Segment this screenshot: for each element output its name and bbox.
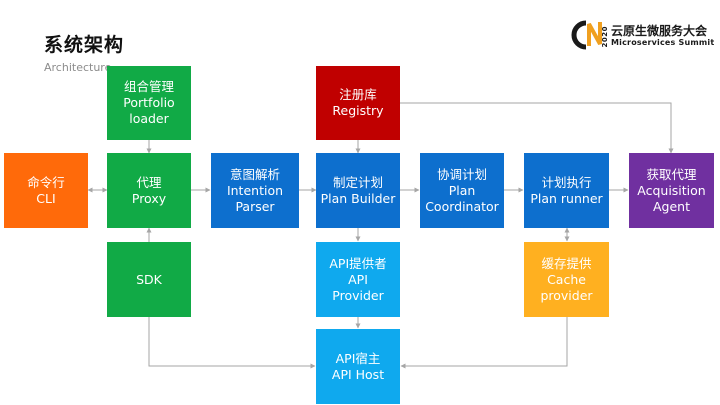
node-plan-coordinator: 协调计划 Plan Coordinator (420, 153, 504, 228)
node-plan-runner-zh: 计划执行 (541, 174, 592, 190)
node-intention-parser-en1: Intention (226, 182, 284, 198)
node-api-host-en: API Host (331, 366, 385, 382)
node-api-host: API宿主 API Host (316, 329, 400, 404)
node-cache-provider-zh: 缓存提供 (541, 255, 592, 271)
node-intention-parser: 意图解析 Intention Parser (211, 153, 299, 228)
node-api-provider-zh: API提供者 (329, 255, 387, 271)
node-cli-en: CLI (36, 190, 56, 206)
node-plan-runner-en: Plan runner (530, 190, 603, 206)
edge-sdk-apihost (148, 317, 316, 369)
page-subtitle: Architecture (44, 61, 112, 74)
node-intention-parser-en2: Parser (235, 198, 275, 214)
node-intention-parser-zh: 意图解析 (229, 166, 280, 182)
edge-registry-acquisition (400, 102, 674, 154)
node-plan-coordinator-en1: Plan (448, 182, 476, 198)
node-api-provider-en2: Provider (332, 287, 384, 303)
node-proxy-en: Proxy (131, 190, 167, 206)
summit-logo-mark (571, 20, 602, 50)
node-registry-en: Registry (332, 103, 384, 118)
node-api-host-zh: API宿主 (335, 350, 381, 366)
node-registry: 注册库 Registry (316, 66, 400, 140)
node-cache-provider: 缓存提供 Cache provider (524, 242, 609, 317)
node-portfolio-loader-en1: Portfolio (123, 95, 175, 110)
node-plan-runner: 计划执行 Plan runner (524, 153, 609, 228)
logo-name-en: Microservices Summit (611, 38, 715, 47)
node-cache-provider-en2: provider (540, 287, 593, 303)
node-plan-coordinator-zh: 协调计划 (436, 166, 487, 182)
node-plan-builder-en: Plan Builder (320, 190, 396, 206)
page-title: 系统架构 (44, 34, 125, 56)
node-plan-builder-zh: 制定计划 (332, 174, 383, 190)
node-acquisition-agent-zh: 获取代理 (646, 166, 697, 182)
node-portfolio-loader: 组合管理 Portfolio loader (107, 66, 191, 140)
node-registry-zh: 注册库 (339, 87, 377, 102)
node-cli: 命令行 CLI (4, 153, 88, 228)
edge-cache-apihost (400, 317, 568, 369)
node-api-provider-en1: API (348, 271, 368, 287)
node-portfolio-loader-en2: loader (129, 111, 169, 126)
node-acquisition-agent: 获取代理 Acquisition Agent (629, 153, 714, 228)
summit-logo: 2020 云原生微服务大会 Microservices Summit (570, 18, 714, 52)
node-sdk-en: SDK (136, 271, 162, 287)
logo-name-cn: 云原生微服务大会 (611, 24, 708, 38)
node-cache-provider-en1: Cache (547, 271, 586, 287)
node-plan-coordinator-en2: Coordinator (425, 198, 499, 214)
node-proxy: 代理 Proxy (107, 153, 191, 228)
node-sdk: SDK (107, 242, 191, 317)
node-acquisition-agent-en1: Acquisition (637, 182, 706, 198)
node-proxy-zh: 代理 (136, 174, 162, 190)
node-portfolio-loader-zh: 组合管理 (123, 79, 174, 94)
node-api-provider: API提供者 API Provider (316, 242, 400, 317)
node-acquisition-agent-en2: Agent (653, 198, 690, 214)
node-cli-zh: 命令行 (27, 174, 65, 190)
node-plan-builder: 制定计划 Plan Builder (316, 153, 400, 228)
